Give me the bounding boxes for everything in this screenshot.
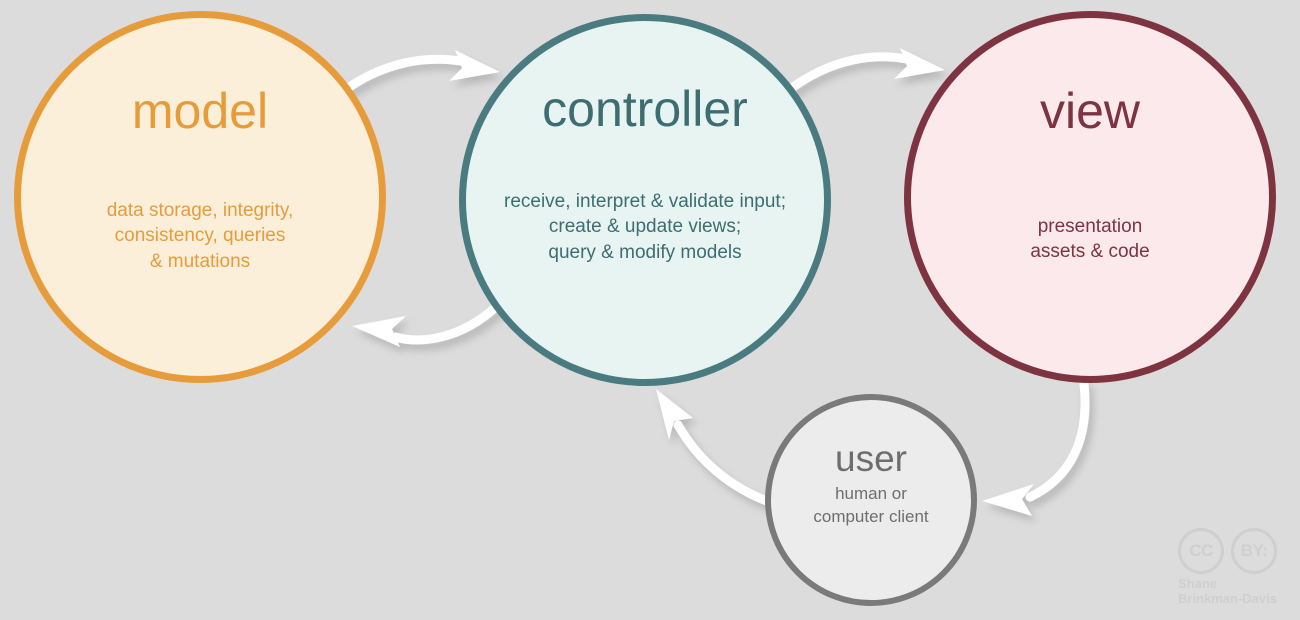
- creative-commons-icon: CC: [1178, 528, 1224, 574]
- node-model-description: data storage, integrity, consistency, qu…: [106, 200, 294, 272]
- node-controller[interactable]: controller receive, interpret & validate…: [459, 14, 831, 386]
- attribution-by-icon: BY:: [1231, 528, 1277, 574]
- node-model-title: model: [131, 83, 269, 139]
- arrow-controller-to-model: [352, 301, 502, 347]
- arrow-controller-to-view: [784, 48, 945, 95]
- node-view[interactable]: view presentation assets & code: [904, 11, 1276, 383]
- node-user[interactable]: user human or computer client: [765, 394, 977, 606]
- node-user-title: user: [835, 438, 907, 479]
- node-controller-description: receive, interpret & validate input; cre…: [504, 191, 786, 263]
- arrow-user-to-controller: [656, 389, 777, 508]
- author-credit: Shane Brinkman-Davis: [1178, 576, 1277, 606]
- node-user-description: human or computer client: [813, 484, 929, 526]
- node-view-title: view: [1039, 83, 1141, 139]
- node-view-description: presentation assets & code: [1030, 216, 1150, 263]
- creative-commons-badge: CC BY: Shane Brinkman-Davis: [1178, 528, 1290, 608]
- node-model[interactable]: model data storage, integrity, consisten…: [14, 11, 386, 383]
- cc-badge-icons: CC BY:: [1178, 528, 1290, 574]
- node-controller-title: controller: [542, 81, 748, 137]
- arrow-model-to-controller: [336, 50, 500, 98]
- arrow-view-to-user: [982, 379, 1090, 516]
